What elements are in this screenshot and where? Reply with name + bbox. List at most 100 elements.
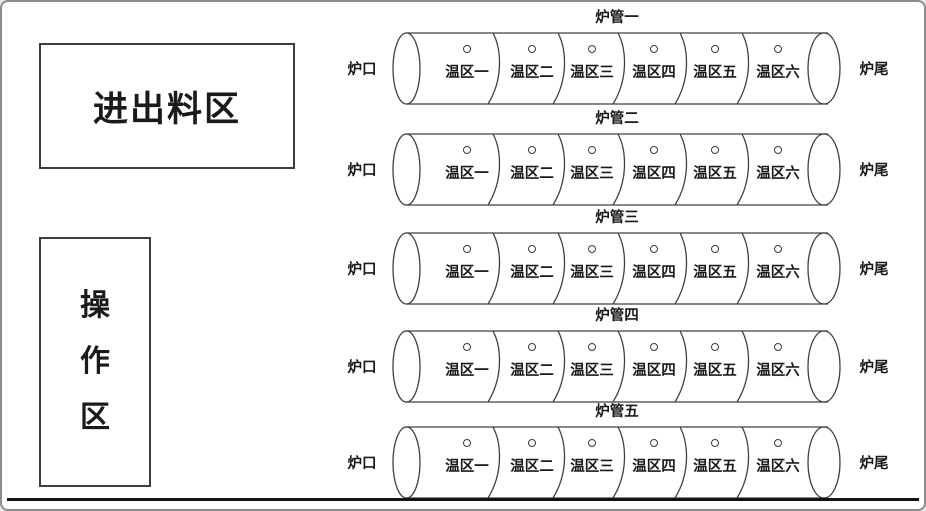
temp-zone: 温区三: [559, 245, 625, 281]
furnace-tube-title: 炉管三: [595, 210, 639, 226]
zone-port-icon: [528, 343, 536, 351]
furnace-mouth-label: 炉口: [347, 62, 377, 78]
temp-zones-row: 温区一 温区二 温区三 温区四 温区五 温区六: [391, 133, 843, 206]
temp-zone: 温区五: [682, 45, 748, 81]
temp-zone: 温区六: [745, 439, 811, 475]
zone-port-icon: [774, 439, 782, 447]
temp-zone-label: 温区六: [756, 459, 800, 475]
temp-zone: 温区二: [499, 343, 565, 379]
zone-port-icon: [650, 439, 658, 447]
temp-zone-label: 温区二: [510, 166, 554, 182]
temp-zones-row: 温区一 温区二 温区三 温区四 温区五 温区六: [391, 232, 843, 305]
zone-port-icon: [528, 245, 536, 253]
temp-zone-label: 温区六: [756, 166, 800, 182]
temp-zone: 温区五: [682, 343, 748, 379]
temp-zone: 温区六: [745, 245, 811, 281]
temp-zone: 温区五: [682, 245, 748, 281]
zone-divider: [674, 32, 688, 105]
zone-divider: [487, 232, 501, 305]
zone-divider: [674, 133, 688, 206]
zone-port-icon: [463, 343, 471, 351]
temp-zone: 温区四: [621, 245, 687, 281]
zone-divider: [552, 32, 566, 105]
temp-zone: 温区四: [621, 45, 687, 81]
temp-zone-label: 温区三: [570, 65, 614, 81]
operation-area-char: 作: [80, 345, 110, 378]
tube-right-cap: [807, 32, 841, 105]
temp-zone: 温区四: [621, 439, 687, 475]
tube-right-cap: [807, 330, 841, 403]
zone-port-icon: [650, 245, 658, 253]
furnace-tail-label: 炉尾: [859, 262, 889, 278]
zone-divider: [736, 32, 750, 105]
zone-divider: [552, 426, 566, 499]
zone-port-icon: [588, 343, 596, 351]
temp-zone-label: 温区六: [756, 363, 800, 379]
zone-divider: [736, 330, 750, 403]
zone-port-icon: [588, 146, 596, 154]
temp-zone: 温区五: [682, 439, 748, 475]
zone-port-icon: [774, 343, 782, 351]
operation-area-char: 操: [80, 289, 110, 322]
furnace-tail-label: 炉尾: [859, 456, 889, 472]
zone-divider: [487, 426, 501, 499]
temp-zone-label: 温区三: [570, 265, 614, 281]
tube-outline: [392, 133, 841, 206]
furnace-tube-title: 炉管四: [595, 308, 639, 324]
temp-zone-label: 温区三: [570, 459, 614, 475]
zone-port-icon: [463, 45, 471, 53]
temp-zone: 温区六: [745, 343, 811, 379]
zone-divider: [612, 232, 626, 305]
temp-zone: 温区五: [682, 146, 748, 182]
temp-zone-label: 温区二: [510, 459, 554, 475]
loading-unloading-area-label: 进出料区: [92, 89, 241, 129]
temp-zone: 温区二: [499, 245, 565, 281]
furnace-mouth-label: 炉口: [347, 163, 377, 179]
furnace-mouth-label: 炉口: [347, 262, 377, 278]
temp-zone: 温区一: [434, 245, 500, 281]
temp-zone: 温区三: [559, 439, 625, 475]
operation-area-box: 操 作 区: [39, 237, 151, 487]
zone-divider: [674, 426, 688, 499]
zone-divider: [552, 330, 566, 403]
temp-zone-label: 温区四: [632, 265, 676, 281]
temp-zone-label: 温区五: [693, 363, 737, 379]
tube-right-cap: [807, 133, 841, 206]
operation-area-char: 区: [80, 401, 110, 434]
zone-divider: [487, 32, 501, 105]
tube-outline: [392, 330, 841, 403]
temp-zone: 温区一: [434, 343, 500, 379]
temp-zone: 温区六: [745, 146, 811, 182]
temp-zone: 温区三: [559, 45, 625, 81]
zone-port-icon: [711, 343, 719, 351]
temp-zone-label: 温区二: [510, 265, 554, 281]
temp-zone: 温区一: [434, 146, 500, 182]
furnace-tube-unit: 炉管三 炉口 温区一 温区二 温区三 温区四 温区五 温区六 炉尾: [342, 210, 924, 307]
temp-zone: 温区四: [621, 146, 687, 182]
furnace-tube-title: 炉管一: [595, 10, 639, 26]
zone-port-icon: [528, 439, 536, 447]
zone-port-icon: [711, 245, 719, 253]
zone-divider: [487, 133, 501, 206]
temp-zone-label: 温区三: [570, 166, 614, 182]
zone-port-icon: [588, 245, 596, 253]
furnace-tail-label: 炉尾: [859, 62, 889, 78]
zone-port-icon: [650, 343, 658, 351]
furnace-tail-label: 炉尾: [859, 360, 889, 376]
zone-port-icon: [588, 439, 596, 447]
tube-left-cap: [392, 133, 421, 206]
temp-zone: 温区二: [499, 146, 565, 182]
furnace-tube-title: 炉管五: [595, 404, 639, 420]
zone-port-icon: [650, 45, 658, 53]
temp-zone-label: 温区四: [632, 65, 676, 81]
furnace-tube-unit: 炉管二 炉口 温区一 温区二 温区三 温区四 温区五 温区六 炉尾: [342, 111, 924, 208]
temp-zone-label: 温区六: [756, 265, 800, 281]
temp-zone-label: 温区五: [693, 166, 737, 182]
furnace-mouth-label: 炉口: [347, 360, 377, 376]
temp-zone: 温区三: [559, 146, 625, 182]
temp-zone: 温区三: [559, 343, 625, 379]
loading-unloading-area-box: 进出料区: [39, 43, 295, 169]
zone-port-icon: [774, 146, 782, 154]
zone-port-icon: [711, 45, 719, 53]
